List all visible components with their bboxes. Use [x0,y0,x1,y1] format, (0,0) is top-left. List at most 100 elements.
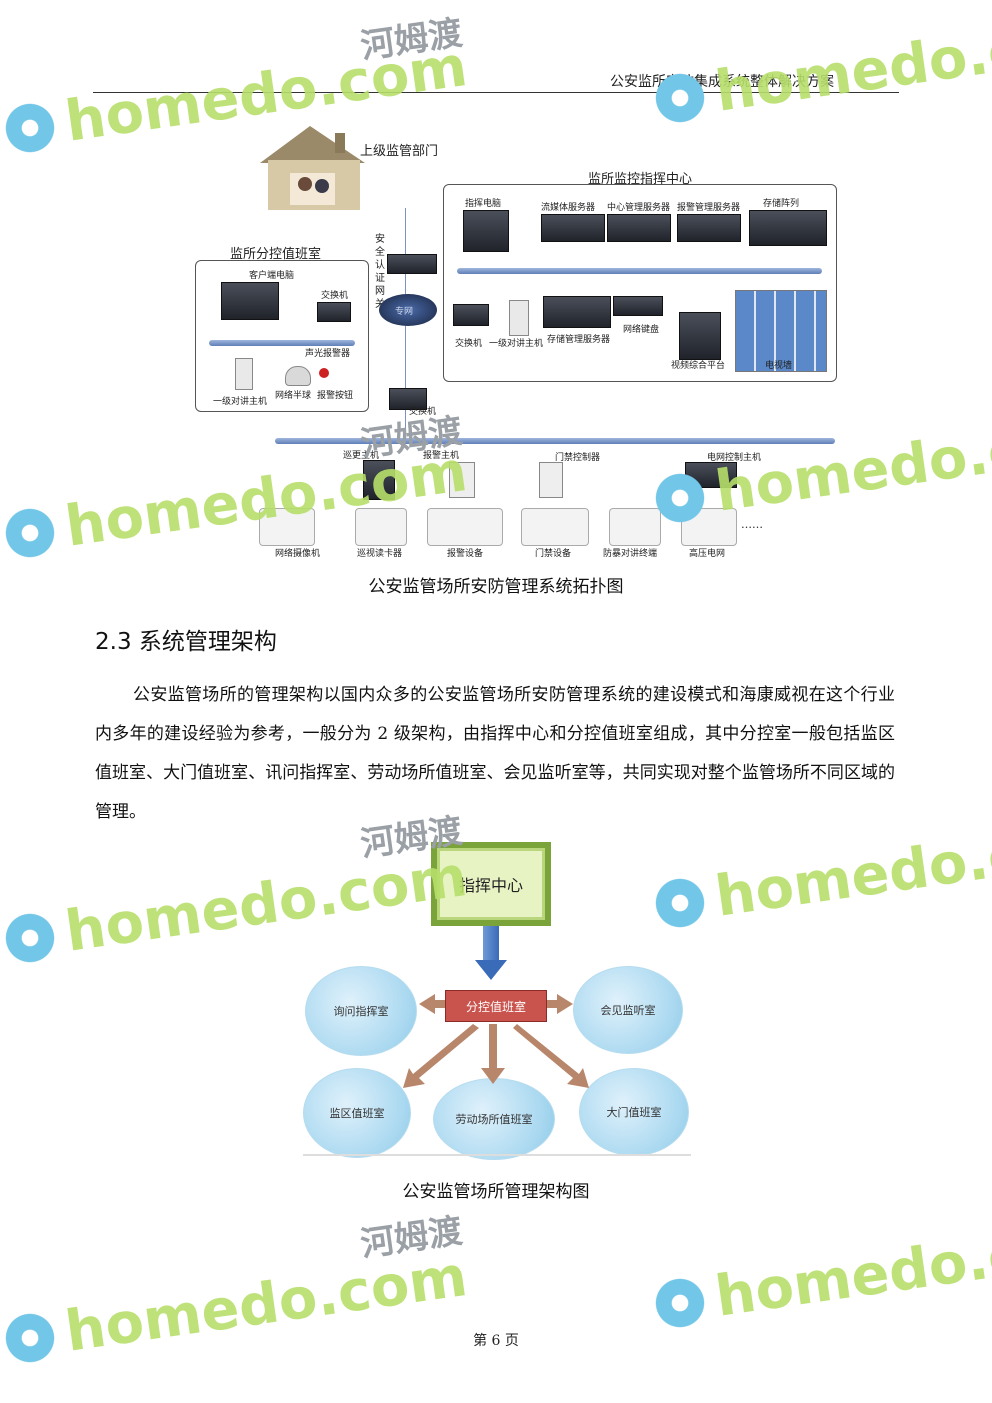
branch-room-title: 监所分控值班室 [230,247,322,262]
bottom-top-1: 报警主机 [423,451,460,461]
alarm-mgmt-server [677,214,741,242]
org-bottom-center-label: 劳动场所值班室 [455,1113,533,1126]
org-left-ellipse: 询问指挥室 [305,966,417,1056]
private-network-cloud [379,294,437,326]
watermark-flower-icon [2,100,58,156]
watermark-flower-icon [2,1310,58,1366]
topology-diagram: 上级监管部门 监所监控指挥中心 指挥电脑 流媒体服务器 中心管理服务器 报警管理… [195,118,840,559]
center-bus [457,268,822,274]
org-right-label: 会见监听室 [600,1004,656,1017]
center-device-3: 报警管理服务器 [677,203,741,213]
storage-array [749,210,827,246]
org-base-line [303,1154,691,1156]
dome-camera [285,366,311,386]
watermark-flower-icon [652,1275,708,1331]
page-number: 第 6 页 [473,1333,519,1349]
bottom-bus [275,438,835,444]
org-caption: 公安监管场所管理架构图 [402,1182,590,1202]
center-lower-0: 交换机 [455,339,483,349]
tv-wall [735,290,827,372]
org-right-ellipse: 会见监听室 [573,966,683,1054]
watermark-flower-icon [2,505,58,561]
org-top-box: 指挥中心 [431,842,551,926]
bottom-device-box-1 [355,508,407,546]
command-center-title: 监所监控指挥中心 [588,172,693,187]
security-gateway [387,254,437,274]
branch-device-2: 声光报警器 [305,349,351,359]
watermark-flower-icon [2,910,58,966]
body-paragraph: 公安监管场所的管理架构以国内众多的公安监管场所安防管理系统的建设模式和海康威视在… [95,685,895,822]
patrol-host [363,460,395,500]
center-intercom [509,300,529,336]
branch-device-3: 一级对讲主机 [213,397,268,407]
header-rule [93,92,899,93]
alarm-button [319,368,329,378]
branch-device-1: 交换机 [321,291,349,301]
video-platform [679,312,721,360]
bottom-device-box-5 [681,508,737,546]
down-arrow [483,926,499,962]
watermark-text: homedo.com [711,4,992,125]
bottom-device-5: 高压电网 [689,549,726,559]
mid-switch [389,388,427,410]
center-lower-2: 存储管理服务器 [547,335,611,345]
bottom-device-2: 报警设备 [447,549,484,559]
bottom-device-3: 门禁设备 [535,549,572,559]
watermark-flower-icon [652,70,708,126]
mid-switch-label: 交换机 [409,407,437,417]
org-middle-label: 分控值班室 [465,999,526,1014]
bottom-top-0: 巡更主机 [343,451,380,461]
bottom-device-box-2 [427,508,503,546]
alarm-host [449,462,475,498]
branch-device-4: 网络半球 [275,391,312,401]
command-pc [463,210,509,252]
center-lower-4: 视频综合平台 [671,361,726,371]
cloud-label: 专网 [395,307,414,317]
bottom-device-1: 巡视读卡器 [357,549,403,559]
org-top-label: 指挥中心 [458,876,523,895]
section-heading: 2.3 系统管理架构 [95,629,277,655]
bottom-top-3: 电网控制主机 [707,453,762,463]
center-lower-1: 一级对讲主机 [489,339,544,349]
house-image [260,126,365,210]
org-left-label: 询问指挥室 [333,1005,389,1018]
org-bottom-left-label: 监区值班室 [329,1107,385,1120]
body-paragraph-block: 公安监管场所的管理架构以国内众多的公安监管场所安防管理系统的建设模式和海康威视在… [95,676,895,832]
branch-device-0: 客户端电脑 [249,271,295,281]
center-device-0: 指挥电脑 [465,199,502,209]
media-server [541,214,605,242]
storage-mgmt-server [543,296,611,328]
branch-bus [209,340,355,346]
bottom-device-box-3 [521,508,589,546]
topology-caption: 公安监管场所安防管理系统拓扑图 [368,577,624,597]
bottom-device-box-4 [609,508,661,546]
watermark-flower-icon [652,875,708,931]
center-device-4: 存储阵列 [763,199,800,209]
branch-intercom [235,358,253,390]
down-arrow-head [475,960,507,980]
center-mgmt-server [607,214,671,242]
access-controller [539,462,563,498]
org-bottom-right-label: 大门值班室 [606,1106,662,1119]
watermark-text: homedo.com [711,1209,992,1330]
branch-switch [317,302,351,322]
org-bottom-right-ellipse: 大门值班室 [579,1068,689,1156]
org-bottom-center-ellipse: 劳动场所值班室 [433,1078,555,1160]
center-lower-5: 电视墙 [765,361,793,371]
superior-label: 上级监管部门 [360,144,439,159]
center-lower-3: 网络键盘 [623,325,660,335]
bottom-device-0: 网络摄像机 [275,549,321,559]
watermark-flower-icon [652,470,708,526]
org-bottom-left-ellipse: 监区值班室 [303,1068,411,1158]
branch-device-5: 报警按钮 [317,391,354,401]
center-switch [453,304,489,326]
org-arrows [403,994,589,1088]
org-middle-box: 分控值班室 [445,990,547,1022]
client-pc [221,282,279,320]
bottom-device-box-0 [259,508,315,546]
bottom-ellipsis: …… [741,518,763,531]
bottom-top-2: 门禁控制器 [555,453,601,463]
network-keyboard [613,296,663,316]
center-device-1: 流媒体服务器 [541,203,596,213]
org-chart: 指挥中心 询问指挥室 会见监听室 监区值班室 劳动场所值班室 大门值班室 分控值… [303,842,691,1160]
